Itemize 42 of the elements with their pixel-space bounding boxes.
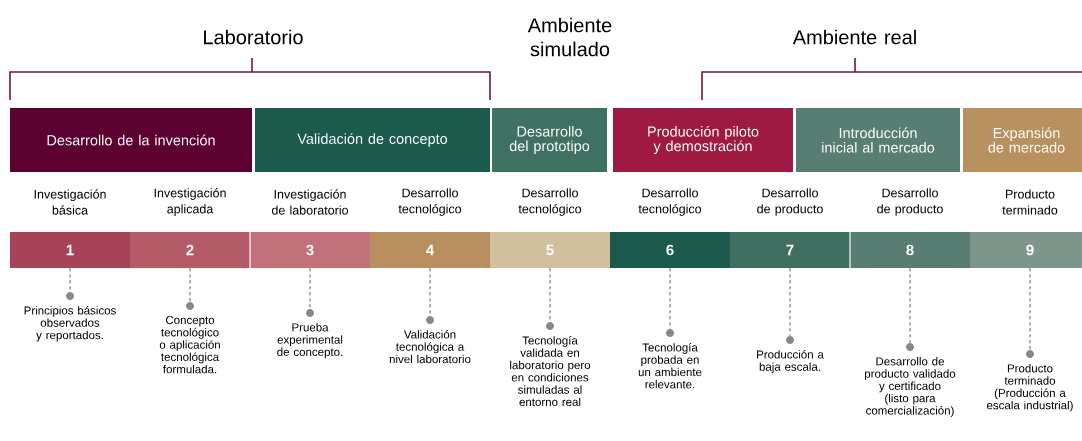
level-bar: 3 bbox=[250, 232, 370, 268]
leader-line bbox=[189, 267, 191, 303]
level-bar: 2 bbox=[130, 232, 250, 268]
phase-box: Desarrollo de la invención bbox=[10, 108, 252, 172]
phase-box: Producción piloto y demostración bbox=[613, 108, 793, 172]
heading-text: Ambiente simulado bbox=[527, 17, 612, 57]
stage-label: Desarrollo tecnológico bbox=[518, 188, 582, 216]
leader-line bbox=[909, 267, 911, 344]
stage-label: Desarrollo tecnológico bbox=[638, 188, 702, 216]
level-bar: 4 bbox=[370, 232, 490, 268]
leader-line bbox=[1029, 267, 1031, 351]
leader-line bbox=[669, 267, 671, 330]
heading-text: Ambiente real bbox=[792, 29, 916, 45]
description-text: Tecnología probada en un ambiente relevante. bbox=[638, 343, 702, 389]
phase-box: Expansión de mercado bbox=[963, 108, 1082, 172]
stage-label: Desarrollo de producto bbox=[757, 188, 823, 216]
stage-label: Investigación básica bbox=[34, 189, 106, 215]
stage-label: Producto terminado bbox=[1002, 189, 1058, 215]
description-text: Concepto tecnológico o aplicación tecnológica formulada. bbox=[159, 316, 220, 374]
phase-box: Desarrollo del prototipo bbox=[492, 108, 607, 172]
level-bar: 6 bbox=[610, 232, 730, 268]
stage-label: Investigación aplicada bbox=[154, 188, 226, 216]
stage-label: Desarrollo de producto bbox=[877, 188, 943, 216]
level-bar: 7 bbox=[730, 232, 850, 268]
stage-label: Desarrollo tecnológico bbox=[398, 188, 462, 216]
description-text: Producción a baja escala. bbox=[757, 350, 824, 374]
description-text: Desarrollo de producto validado y certificado (listo para comercialización) bbox=[865, 357, 956, 417]
description-text: Tecnología validada en laboratorio pero en condiciones simuladas al entorno real bbox=[510, 336, 591, 407]
stage-label: Investigación de laboratorio bbox=[271, 189, 349, 215]
leader-line bbox=[309, 267, 311, 310]
level-bar: 8 bbox=[850, 232, 970, 268]
heading-text: Laboratorio bbox=[204, 29, 303, 45]
description-text: Prueba experimental de concepto. bbox=[277, 323, 343, 359]
level-bar: 1 bbox=[10, 232, 130, 268]
description-text: Producto terminado (Producción a escala industrial) bbox=[987, 364, 1073, 412]
description-text: Validación tecnológica a nivel laboratorio bbox=[389, 330, 471, 364]
phase-box: Introducción inicial al mercado bbox=[796, 108, 960, 172]
phase-box: Validación de concepto bbox=[255, 108, 490, 172]
level-bar: 9 bbox=[970, 232, 1082, 268]
description-text: Principios básicos observados y reportados. bbox=[24, 306, 116, 342]
level-bar: 5 bbox=[490, 232, 610, 268]
leader-line bbox=[789, 267, 791, 337]
